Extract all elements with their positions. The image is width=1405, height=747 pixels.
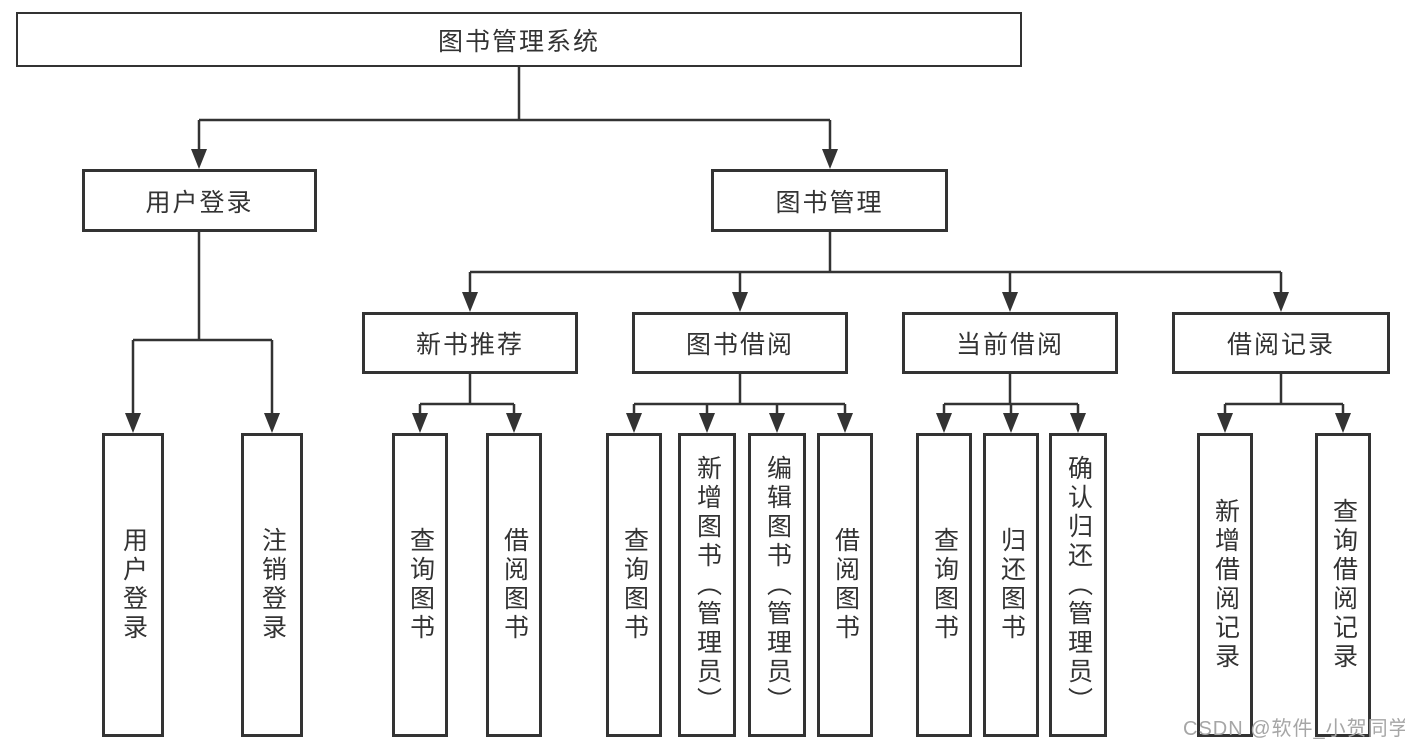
leaf-query-books-recommend: 查询图书 xyxy=(392,433,448,737)
leaf-logout: 注销登录 xyxy=(241,433,303,737)
leaf-confirm-return-admin: 确认归还（管理员） xyxy=(1049,433,1107,737)
node-label: 借阅记录 xyxy=(1226,331,1335,359)
node-label: 当前借阅 xyxy=(955,331,1064,359)
node-label: 新书推荐 xyxy=(415,331,524,359)
leaf-user-login: 用户登录 xyxy=(102,433,164,737)
node-book-management: 图书管理 xyxy=(711,169,948,232)
node-label: 编辑图书（管理员） xyxy=(763,454,792,716)
node-label: 确认归还（管理员） xyxy=(1064,454,1093,716)
node-label: 用户登录 xyxy=(119,527,148,643)
leaf-query-borrow-record: 查询借阅记录 xyxy=(1315,433,1371,737)
leaf-borrow-books: 借阅图书 xyxy=(817,433,873,737)
node-label: 注销登录 xyxy=(258,527,287,643)
leaf-query-books-borrowing: 查询图书 xyxy=(606,433,662,737)
leaf-add-books-admin: 新增图书（管理员） xyxy=(678,433,736,737)
node-label: 借阅图书 xyxy=(831,527,860,643)
node-label: 归还图书 xyxy=(997,527,1026,643)
node-label: 图书借阅 xyxy=(685,331,794,359)
node-label: 查询借阅记录 xyxy=(1329,498,1358,672)
csdn-watermark: CSDN @软件_小贺同学 xyxy=(1183,718,1405,740)
leaf-query-books-current: 查询图书 xyxy=(916,433,972,737)
node-label: 新增图书（管理员） xyxy=(693,454,722,716)
node-user-login: 用户登录 xyxy=(82,169,317,232)
leaf-add-borrow-record: 新增借阅记录 xyxy=(1197,433,1253,737)
leaf-edit-books-admin: 编辑图书（管理员） xyxy=(748,433,806,737)
node-label: 新增借阅记录 xyxy=(1211,498,1240,672)
node-label: 查询图书 xyxy=(930,527,959,643)
node-book-borrowing: 图书借阅 xyxy=(632,312,848,374)
leaf-borrow-books-recommend: 借阅图书 xyxy=(486,433,542,737)
node-library-management-system: 图书管理系统 xyxy=(16,12,1022,67)
node-label: 图书管理系统 xyxy=(437,27,600,56)
leaf-return-books: 归还图书 xyxy=(983,433,1039,737)
node-current-borrowing: 当前借阅 xyxy=(902,312,1118,374)
node-borrowing-records: 借阅记录 xyxy=(1172,312,1390,374)
node-new-book-recommend: 新书推荐 xyxy=(362,312,578,374)
node-label: 用户登录 xyxy=(145,188,254,217)
node-label: 查询图书 xyxy=(620,527,649,643)
node-label: 查询图书 xyxy=(406,527,435,643)
node-label: 图书管理 xyxy=(775,188,884,217)
node-label: 借阅图书 xyxy=(500,527,529,643)
